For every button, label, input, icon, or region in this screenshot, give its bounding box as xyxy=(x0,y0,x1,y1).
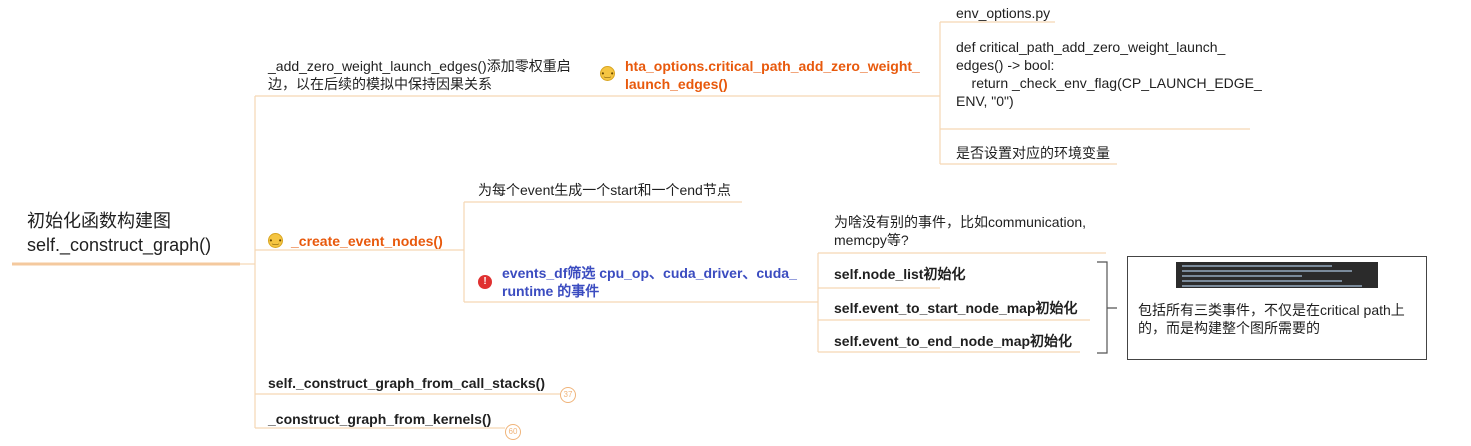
question-line1: 为啥没有别的事件，比如communication, xyxy=(834,214,1087,230)
env-var-note: 是否设置对应的环境变量 xyxy=(956,145,1110,161)
env-options-file: env_options.py xyxy=(956,5,1051,21)
root-title-cn: 初始化函数构建图 xyxy=(27,211,171,231)
init-start-node-map: self.event_to_start_node_map初始化 xyxy=(834,300,1078,316)
code-line-2: edges() -> bool: xyxy=(956,57,1055,73)
call-stacks-count-badge[interactable]: 37 xyxy=(560,387,576,403)
events-filter-line2: runtime 的事件 xyxy=(502,283,600,299)
exclamation-icon: ! xyxy=(478,275,492,289)
create-event-nodes-label: _create_event_nodes() xyxy=(291,233,443,249)
events-filter-line1: events_df筛选 cpu_op、cuda_driver、cuda_ xyxy=(502,265,797,281)
question-line2: memcpy等? xyxy=(834,232,909,248)
image-thumbnail-icon xyxy=(1176,262,1378,288)
note-line2: 的，而是构建整个图所需要的 xyxy=(1138,320,1320,336)
note-box: 包括所有三类事件，不仅是在critical path上 的，而是构建整个图所需要… xyxy=(1127,256,1427,360)
kernels-count-badge[interactable]: 60 xyxy=(505,424,521,440)
call-stacks-label: self._construct_graph_from_call_stacks() xyxy=(268,375,545,391)
code-line-1: def critical_path_add_zero_weight_launch… xyxy=(956,39,1226,55)
zero-weight-desc-line2: 边，以在后续的模拟中保持因果关系 xyxy=(268,76,492,92)
root-title-func: self._construct_graph() xyxy=(27,235,212,255)
option-func-line2: launch_edges() xyxy=(625,76,728,92)
option-func-line1: hta_options.critical_path_add_zero_weigh… xyxy=(625,58,920,74)
note-line1: 包括所有三类事件，不仅是在critical path上 xyxy=(1138,302,1405,318)
zero-weight-desc-line1: _add_zero_weight_launch_edges()添加零权重启 xyxy=(268,58,571,74)
kernels-label: _construct_graph_from_kernels() xyxy=(268,411,492,427)
code-line-3: return _check_env_flag(CP_LAUNCH_EDGE_ xyxy=(956,75,1262,91)
init-node-list: self.node_list初始化 xyxy=(834,266,966,282)
code-line-4: ENV, "0") xyxy=(956,93,1014,109)
thinking-face-icon: •‿• xyxy=(600,66,615,81)
create-nodes-desc: 为每个event生成一个start和一个end节点 xyxy=(478,182,731,198)
thinking-face-icon: •‿• xyxy=(268,233,283,248)
init-end-node-map: self.event_to_end_node_map初始化 xyxy=(834,333,1073,349)
